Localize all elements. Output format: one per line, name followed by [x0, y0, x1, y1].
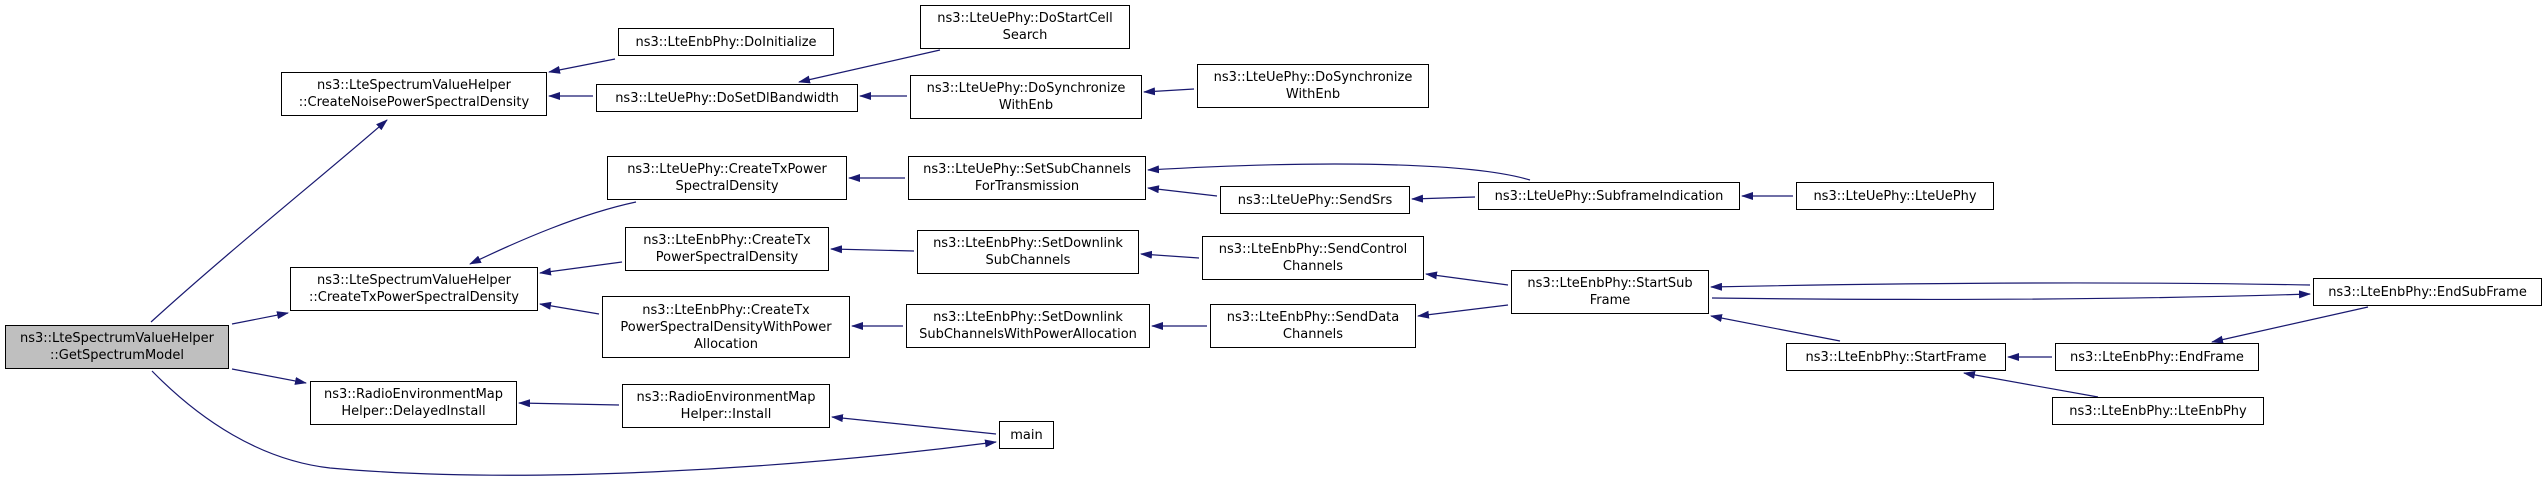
node-label-line: SubChannelsWithPowerAllocation	[919, 327, 1137, 342]
node-getspectrummodel[interactable]: ns3::LteSpectrumValueHelper::GetSpectrum…	[5, 325, 229, 369]
node-label-line: ns3::LteUePhy::DoStartCell	[937, 11, 1113, 26]
node-label-line: Frame	[1589, 293, 1631, 308]
node-label-line: main	[1010, 427, 1043, 443]
node-createtxpowerspectraldensity[interactable]: ns3::LteSpectrumValueHelper::CreateTxPow…	[290, 267, 538, 311]
e-createnoise-getspectrum	[150, 119, 388, 323]
e-enbstartframe-enbstartsub	[1710, 314, 1841, 342]
e-uesendsrs-ueset	[1147, 185, 1218, 197]
node-label-line: ns3::RadioEnvironmentMap	[636, 390, 816, 405]
node-label-line: ns3::LteSpectrumValueHelper	[316, 273, 512, 288]
e-enbendsub-enbstartsub	[1711, 290, 2311, 301]
node-label-line: ForTransmission	[974, 179, 1080, 194]
e-uedosync2-uedosync1	[1143, 87, 1195, 96]
node-label-line: ns3::LteEnbPhy::CreateTx	[643, 233, 811, 248]
e-remdelayed-getspectrum	[231, 368, 307, 385]
node-label-line: ns3::LteUePhy::SubframeIndication	[1494, 188, 1724, 204]
node-label-line: ns3::LteUePhy::DoSetDlBandwidth	[615, 90, 839, 106]
node-ue-sendsrs[interactable]: ns3::LteUePhy::SendSrs	[1220, 186, 1410, 214]
e-enbsendctrl-enbsetdl	[1140, 250, 1200, 259]
e-main-remins	[831, 414, 997, 435]
node-label-line: ns3::LteEnbPhy::SetDownlink	[933, 236, 1123, 251]
node-label-line: ns3::LteSpectrumValueHelper	[19, 331, 215, 346]
e-enbstartsub-enbsendctrl	[1425, 271, 1509, 286]
node-label-line: PowerSpectralDensityWithPower	[620, 319, 832, 335]
e-uesubframe-ueset	[1147, 163, 1531, 181]
e-uedostartcell-uedosetdl	[798, 49, 941, 84]
node-label-line: ::CreateTxPowerSpectralDensity	[309, 290, 519, 305]
e-uesubframe-uesendsrs	[1411, 194, 1476, 203]
node-ue-dosetdlbandwidth[interactable]: ns3::LteUePhy::DoSetDlBandwidth	[596, 84, 858, 112]
node-label-line: ns3::LteUePhy::DoSynchronize	[1213, 70, 1413, 85]
node-label-line: ::CreateNoisePowerSpectralDensity	[298, 95, 530, 110]
node-label-line: ns3::LteEnbPhy::EndFrame	[2070, 349, 2244, 365]
node-label-line: WithEnb	[1285, 87, 1341, 102]
node-label-line: ns3::LteEnbPhy::StartSub	[1527, 276, 1693, 291]
node-ue-lteuephy[interactable]: ns3::LteUePhy::LteUePhy	[1796, 182, 1994, 210]
node-label-line: ns3::LteEnbPhy::SendControl	[1218, 242, 1408, 257]
node-label-line: Channels	[1282, 259, 1344, 274]
node-label-line: ns3::LteUePhy::CreateTxPower	[627, 162, 827, 177]
node-label-line: ns3::LteEnbPhy::SendData	[1226, 310, 1400, 325]
node-ue-subframeindication[interactable]: ns3::LteUePhy::SubframeIndication	[1478, 182, 1740, 210]
node-label-line: Search	[1002, 28, 1048, 43]
node-label-line: ns3::LteUePhy::DoSynchronize	[926, 81, 1126, 96]
node-label-line: ns3::LteEnbPhy::EndSubFrame	[2328, 284, 2527, 300]
e-enbcreatetxalloc-createtxpsd	[539, 301, 600, 315]
e-uecreatetx-createtxpsd	[469, 201, 637, 265]
node-enb-endsubframe[interactable]: ns3::LteEnbPhy::EndSubFrame	[2313, 278, 2542, 306]
node-label-line: SpectralDensity	[675, 179, 779, 194]
node-createnoisepowerspectraldensity[interactable]: ns3::LteSpectrumValueHelper::CreateNoise…	[281, 72, 547, 116]
node-label-line: ns3::LteSpectrumValueHelper	[316, 78, 512, 93]
e-enbcreatetx-createtxpsd	[539, 261, 623, 276]
node-enb-doinitialize[interactable]: ns3::LteEnbPhy::DoInitialize	[618, 28, 834, 56]
node-enb-endframe[interactable]: ns3::LteEnbPhy::EndFrame	[2055, 343, 2259, 371]
e-enbendsub-enbendframe	[2211, 306, 2369, 344]
node-label-line: ns3::LteEnbPhy::CreateTx	[642, 302, 810, 318]
node-label-line: ns3::LteUePhy::SendSrs	[1237, 192, 1393, 208]
e-remins-remdelayed	[518, 399, 620, 408]
node-label-line: SubChannels	[985, 253, 1071, 268]
e-main-getspectrum	[151, 370, 997, 476]
node-label-line: Helper::DelayedInstall	[341, 404, 486, 419]
node-enb-startframe[interactable]: ns3::LteEnbPhy::StartFrame	[1786, 343, 2006, 371]
node-label-line: Allocation	[693, 336, 759, 352]
node-label-line: ns3::LteEnbPhy::SetDownlink	[933, 310, 1123, 325]
e-enbsetdl-enbcreatetx	[830, 245, 915, 254]
e-createtxpsd-getspectrum	[231, 311, 289, 325]
node-label-line: ns3::LteEnbPhy::LteEnbPhy	[2069, 403, 2247, 419]
node-label-line: PowerSpectralDensity	[655, 250, 799, 265]
node-main[interactable]: main	[999, 421, 1054, 449]
node-label-line: ns3::LteUePhy::LteUePhy	[1813, 188, 1977, 204]
node-label-line: ns3::LteUePhy::SetSubChannels	[923, 162, 1131, 177]
e-enbstartsub-enbendsub	[1710, 282, 2311, 291]
node-label-line: Helper::Install	[680, 407, 772, 422]
e-enbstartsub-enbsenddata	[1417, 304, 1509, 319]
node-label-line: ns3::LteEnbPhy::StartFrame	[1805, 349, 1987, 365]
node-label-line: ns3::RadioEnvironmentMap	[323, 387, 504, 402]
node-label-line: ::GetSpectrumModel	[50, 348, 184, 363]
node-label-line: WithEnb	[998, 98, 1054, 113]
e-enbdoinit-createnoise	[548, 58, 616, 74]
node-label-line: ns3::LteEnbPhy::DoInitialize	[635, 34, 817, 50]
node-label-line: Channels	[1282, 327, 1344, 342]
e-enbctor-enbstartframe	[1963, 371, 2099, 398]
node-enb-lteenbphy[interactable]: ns3::LteEnbPhy::LteEnbPhy	[2052, 397, 2264, 425]
